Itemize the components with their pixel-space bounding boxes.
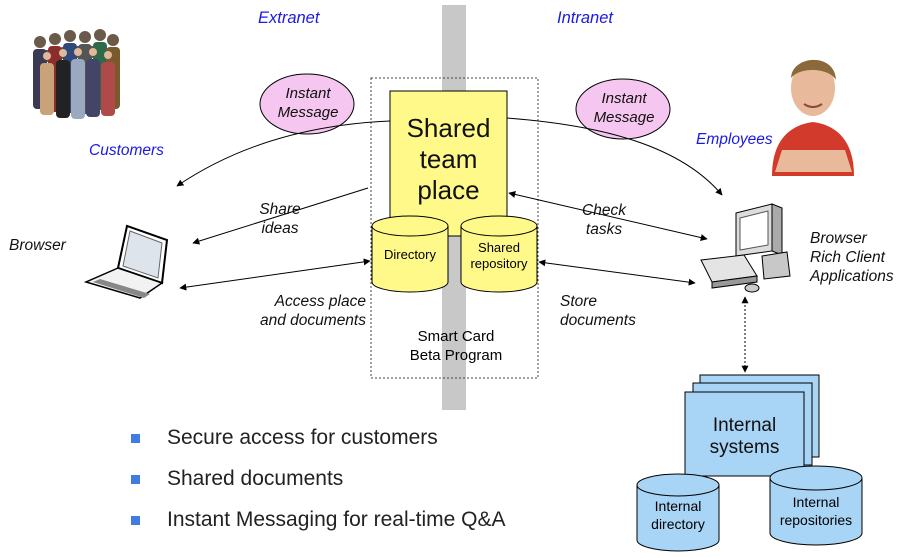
check-tasks-arrow <box>508 191 708 241</box>
team-place-box <box>389 90 508 237</box>
internal-repositories-cylinder <box>769 465 863 546</box>
laptop-icon <box>83 224 169 299</box>
message-bubble-right <box>575 78 671 140</box>
bullet-square-icon <box>131 474 140 484</box>
desktop-computer-icon <box>700 203 791 293</box>
message-bubble-left <box>259 73 355 135</box>
bullet-item: Shared documents <box>131 467 343 491</box>
internal-directory-cylinder <box>636 473 720 552</box>
directory-cylinder <box>371 215 449 293</box>
bullet-square-icon <box>131 433 140 443</box>
employees-label: Employees <box>694 131 775 149</box>
extranet-label: Extranet <box>258 9 320 27</box>
message-flow-right <box>506 117 723 196</box>
employee-avatar <box>770 48 856 176</box>
share-ideas-arrow <box>192 187 369 245</box>
bullet-item: Secure access for customers <box>131 426 438 450</box>
browser-label: Browser <box>9 237 66 254</box>
customers-label: Customers <box>89 142 164 159</box>
bullet-item: Instant Messaging for real-time Q&A <box>131 508 505 532</box>
internal-systems-stack <box>684 374 820 477</box>
directory-label: Directory <box>383 247 436 262</box>
intranet-label: Intranet <box>557 9 613 27</box>
team-place-label: Shared team place <box>406 113 491 205</box>
employee-client-label: Browser Rich Client Applications <box>810 230 894 285</box>
customers-group-icon <box>33 29 120 119</box>
bullet-square-icon <box>131 515 140 525</box>
message-flow-left <box>176 120 391 187</box>
access-arrow <box>179 258 371 291</box>
store-docs-arrow <box>538 259 696 286</box>
